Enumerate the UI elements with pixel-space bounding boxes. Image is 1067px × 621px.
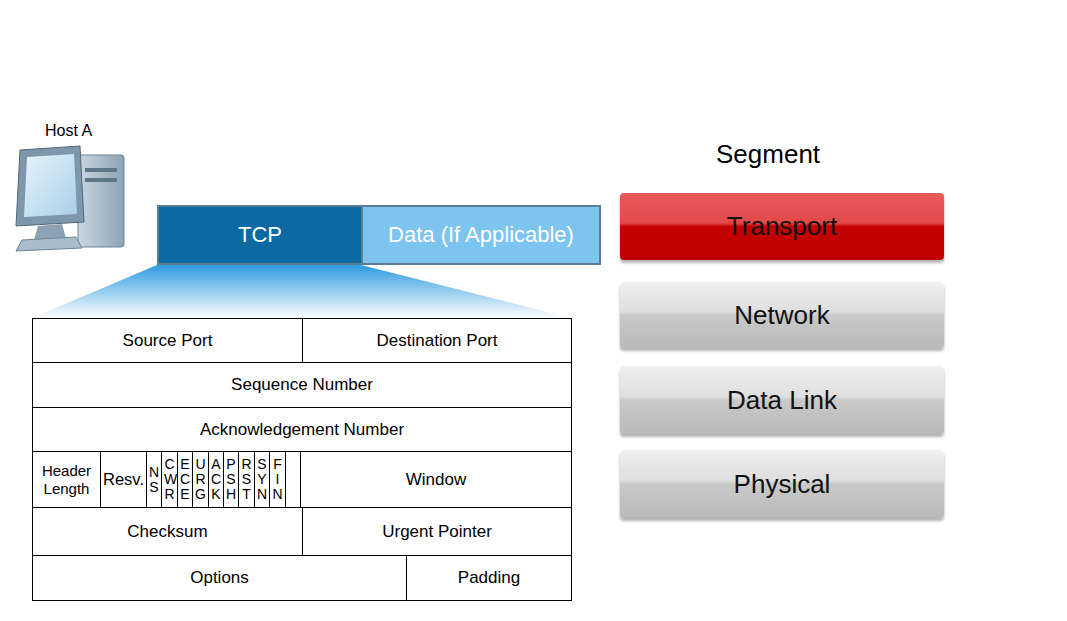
field-label: Padding bbox=[458, 568, 520, 588]
flag-bit: ECE bbox=[177, 451, 193, 508]
header-field: Padding bbox=[406, 555, 572, 601]
flag-bit: SYN bbox=[254, 451, 270, 508]
osi-layer: Transport bbox=[620, 193, 944, 260]
field-label: TCP bbox=[238, 222, 282, 248]
flag-bit: URG bbox=[192, 451, 209, 508]
header-field: Sequence Number bbox=[32, 362, 572, 408]
field-label: RST bbox=[241, 457, 252, 502]
flag-bit: FIN bbox=[269, 451, 286, 508]
osi-layer: Physical bbox=[620, 450, 944, 518]
field-label: FIN bbox=[272, 457, 283, 502]
callout-fan bbox=[32, 265, 571, 318]
field-label: Resv. bbox=[103, 470, 144, 489]
header-field: Resv. bbox=[100, 451, 147, 508]
header-field: Source Port bbox=[32, 318, 303, 363]
field-label: Options bbox=[190, 568, 249, 588]
field-label: PSH bbox=[225, 457, 236, 502]
flag-bit: NS bbox=[146, 451, 162, 508]
flag-bit: PSH bbox=[223, 451, 239, 508]
header-field: Destination Port bbox=[302, 318, 572, 363]
field-label: Checksum bbox=[127, 522, 207, 542]
flag-bit: RST bbox=[238, 451, 255, 508]
header-field: Options bbox=[32, 555, 407, 601]
header-field: Checksum bbox=[32, 507, 303, 556]
osi-layer: Data Link bbox=[620, 366, 944, 434]
field-label: Header Length bbox=[33, 462, 100, 497]
computer-icon bbox=[16, 146, 124, 251]
header-field: Acknowledgement Number bbox=[32, 407, 572, 452]
field-label: Transport bbox=[727, 211, 837, 242]
field-label: Source Port bbox=[123, 331, 213, 351]
payload-box: Data (If Applicable) bbox=[361, 205, 601, 265]
field-label: Destination Port bbox=[377, 331, 498, 351]
field-label: SYN bbox=[256, 457, 267, 502]
field-label: Network bbox=[734, 300, 829, 331]
host-label: Host A bbox=[45, 122, 92, 140]
field-label: NS bbox=[148, 465, 159, 495]
protocol-header-box: TCP bbox=[157, 205, 363, 265]
field-label: URG bbox=[195, 457, 206, 502]
field-label: Sequence Number bbox=[231, 375, 373, 395]
field-label: Data Link bbox=[727, 385, 837, 416]
osi-layer: Network bbox=[620, 282, 944, 348]
field-label: Acknowledgement Number bbox=[200, 420, 404, 440]
field-label: Physical bbox=[734, 469, 831, 500]
header-field: Header Length bbox=[32, 451, 101, 508]
header-field: Urgent Pointer bbox=[302, 507, 572, 556]
flag-bit: ACK bbox=[208, 451, 224, 508]
field-label: CWR bbox=[164, 457, 175, 502]
field-label: ACK bbox=[210, 457, 221, 502]
field-label: Urgent Pointer bbox=[382, 522, 492, 542]
field-label: ECE bbox=[179, 457, 190, 502]
pdu-label: Segment bbox=[716, 139, 820, 170]
field-label: Window bbox=[406, 470, 466, 490]
flag-bit: CWR bbox=[161, 451, 178, 508]
field-label: Data (If Applicable) bbox=[388, 222, 574, 248]
header-field: Window bbox=[300, 451, 572, 508]
